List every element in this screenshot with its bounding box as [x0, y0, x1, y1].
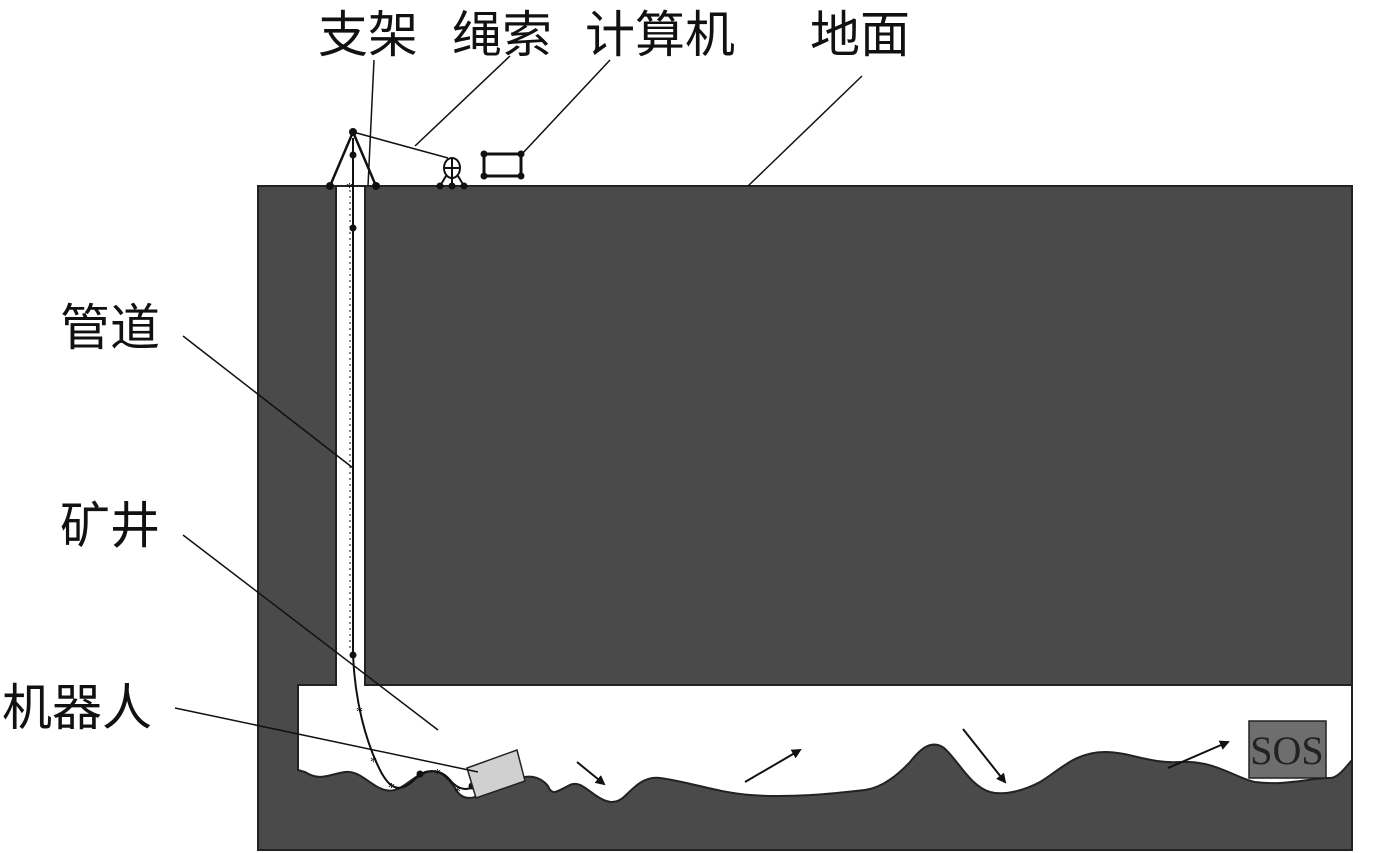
- support-node: [372, 182, 380, 190]
- cable-star: *: [454, 785, 461, 800]
- label-pipe: 管道: [60, 299, 160, 357]
- flow-arrows: [576, 728, 1230, 786]
- label-rope: 绳索: [452, 6, 552, 64]
- rope: [352, 131, 449, 159]
- label-shaft: 矿井: [60, 497, 160, 555]
- leader-lines: [174, 55, 863, 773]
- support-node: [326, 182, 334, 190]
- computer-node: [480, 172, 488, 180]
- winch-node: [448, 182, 456, 190]
- label-computer: 计算机: [585, 6, 735, 64]
- robot-body: [466, 749, 526, 799]
- cable-node: [416, 770, 424, 778]
- computer: [482, 152, 523, 178]
- label-robot: 机器人: [2, 679, 152, 737]
- computer-node: [480, 150, 488, 158]
- arrow-icon: [576, 761, 606, 786]
- label-support: 支架: [318, 6, 418, 64]
- cable-star: *: [370, 755, 377, 770]
- label-ground: 地面: [810, 6, 910, 64]
- sos-box: [1248, 720, 1327, 779]
- cable-star: *: [356, 705, 363, 720]
- arrow-icon: [962, 728, 1007, 784]
- computer-node: [517, 172, 525, 180]
- arrow-icon: [1167, 740, 1230, 769]
- cable-star: *: [388, 781, 395, 796]
- pipe-star: *: [346, 181, 353, 196]
- winch-node: [460, 182, 468, 190]
- pipe-node: [349, 151, 357, 159]
- winch: [439, 157, 465, 187]
- support-tripod: [328, 131, 378, 187]
- winch-node: [436, 182, 444, 190]
- pipe-node: [349, 224, 357, 232]
- arrow-icon: [744, 748, 802, 783]
- cable-star: *: [434, 767, 441, 782]
- earth-block: [257, 185, 1353, 851]
- rope-to-robot: [352, 654, 479, 790]
- sos-label: SOS: [1250, 728, 1323, 773]
